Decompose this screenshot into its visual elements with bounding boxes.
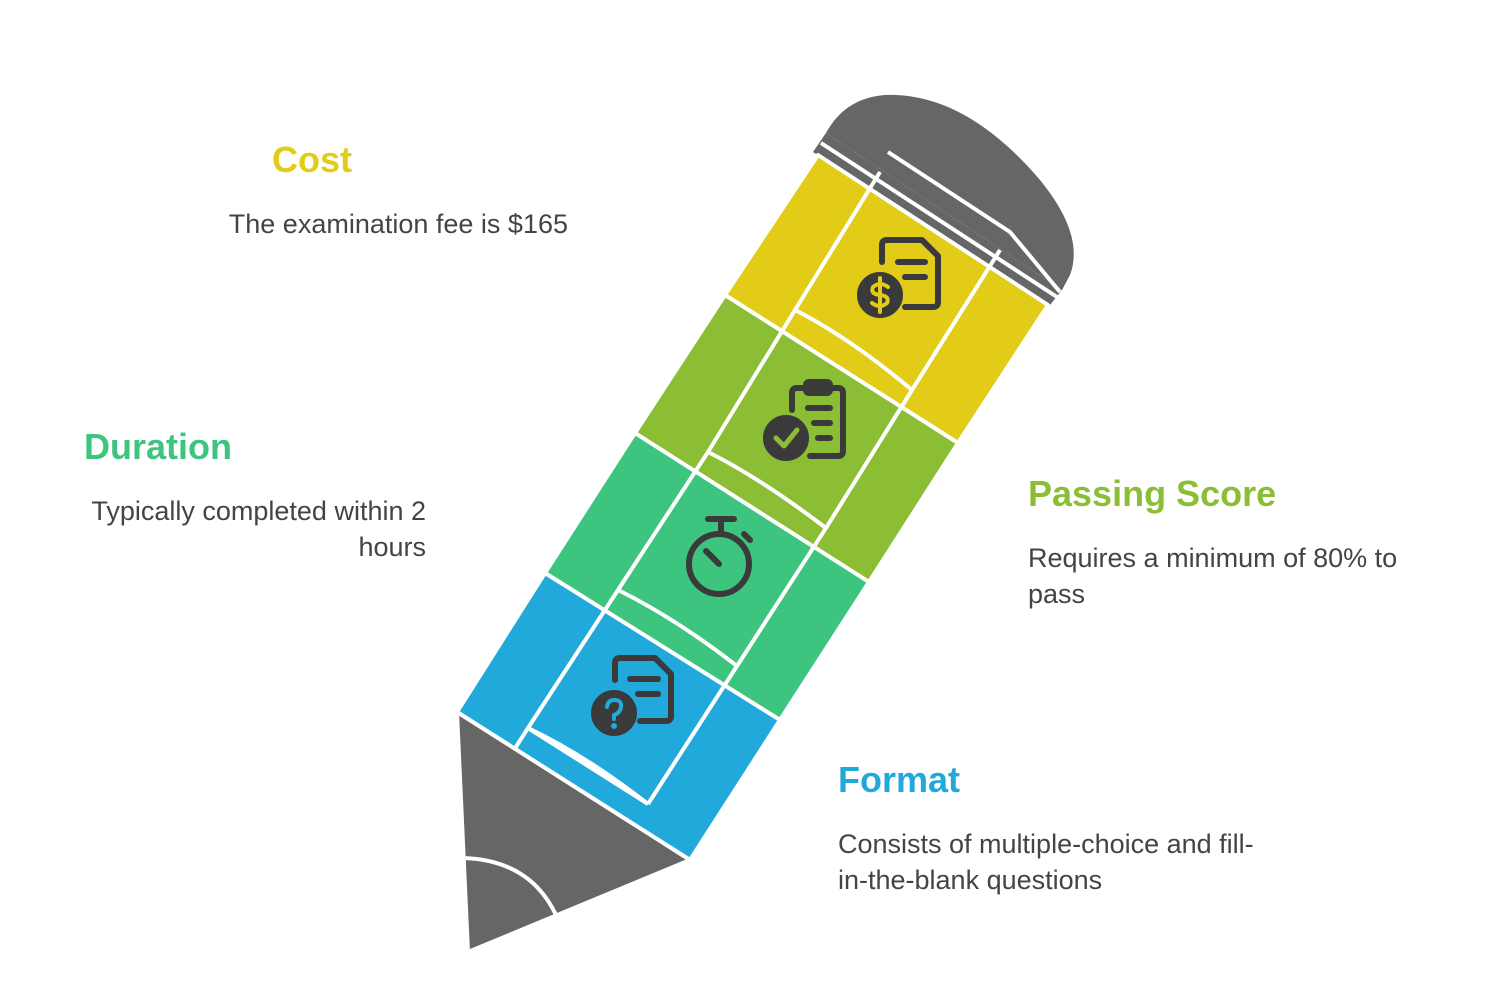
document-question-icon (591, 655, 674, 736)
format-block: Format Consists of multiple-choice and f… (838, 760, 1258, 898)
passing-score-title: Passing Score (1028, 473, 1277, 514)
cost-title: Cost (272, 139, 352, 180)
passing-score-description: Requires a minimum of 80% to pass (1028, 543, 1398, 609)
pencil-tip (455, 710, 692, 954)
cost-block: Cost The examination fee is $165 (160, 140, 568, 242)
document-dollar-icon (857, 237, 941, 318)
clipboard-check-icon (763, 379, 846, 461)
stopwatch-icon (686, 516, 753, 597)
duration-title: Duration (84, 426, 232, 467)
format-description: Consists of multiple-choice and fill-in-… (838, 829, 1254, 895)
duration-block: Duration Typically completed within 2 ho… (60, 427, 426, 565)
passing-score-block: Passing Score Requires a minimum of 80% … (1028, 474, 1448, 612)
format-title: Format (838, 759, 961, 800)
cost-description: The examination fee is $165 (228, 209, 568, 239)
duration-description: Typically completed within 2 hours (91, 496, 426, 562)
